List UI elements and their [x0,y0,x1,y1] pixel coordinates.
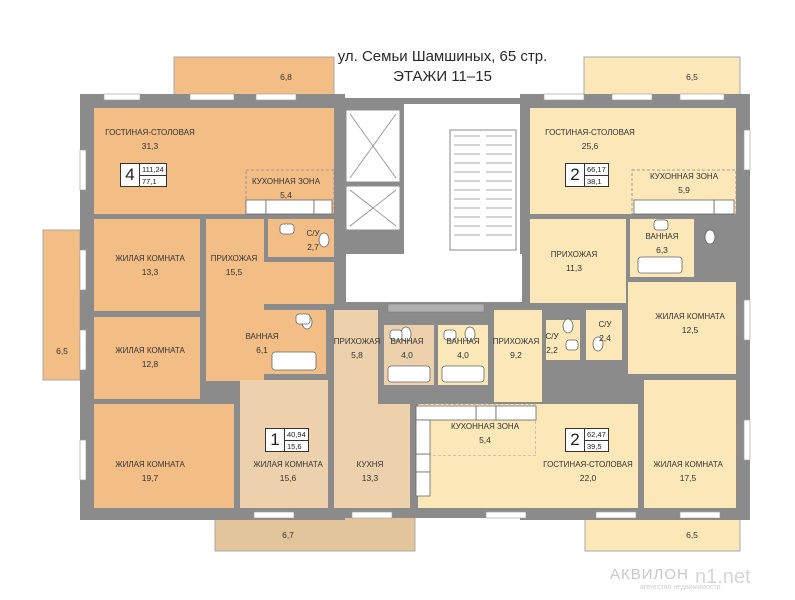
balcony-bottom-left [214,514,416,552]
room-hall-2a [530,219,626,303]
window [79,149,87,191]
window [79,439,87,481]
apartment-rooms: 2 [566,164,585,186]
room-living-2b-fill [418,456,638,508]
room-kitchen-1 [334,404,410,508]
apartment-total-area: 66,17 [585,165,608,176]
kitchen-counters [265,199,715,497]
window [679,93,725,101]
window [485,511,527,519]
stoves [245,199,735,473]
window [189,93,235,101]
window [103,93,141,101]
header-address: ул. Семьи Шамшиных, 65 стр. [337,48,548,65]
window [79,249,87,291]
watermark-tagline: агентство недвижимости [640,584,721,591]
apartment-rooms: 1 [266,429,285,451]
watermark-site: n1.net [695,566,751,588]
balcony-area: 6,8 [280,72,292,82]
window [679,511,721,519]
apartment-living-area: 39,5 [587,442,602,451]
apartment-living-area: 38,1 [587,177,602,186]
sinks [279,219,669,351]
elevator-cross-2b [349,189,397,227]
room-bedroom-13-3 [94,219,200,311]
watermark-brand: АКВИЛОН [610,566,689,583]
window [543,93,585,101]
balcony-top-right [583,56,741,96]
lift-lobby [346,254,522,302]
apartment-total-area: 40,94 [285,430,308,441]
room-hall-1 [334,310,378,410]
apartment-living-area: 15,6 [287,442,302,451]
apartment-rooms: 4 [121,164,140,186]
room-bedroom-12-8 [94,317,200,399]
apartment-living-area: 77,1 [142,177,157,186]
balcony-bottom-right [584,514,741,552]
balcony-area: 6,5 [686,72,698,82]
window [743,129,751,171]
window [253,511,295,519]
windows [79,93,751,519]
elevator-cross-1b [349,113,397,179]
room-bedroom-19-7 [94,404,234,508]
room-bedroom-17-5 [644,380,736,508]
balcony-area: 6,7 [282,530,294,540]
balcony-area: 6,5 [686,530,698,540]
window [351,511,393,519]
balcony-left [42,229,81,381]
apartment-total-area: 62,47 [585,430,608,441]
bathtubs [271,256,683,383]
room-wc-2a [586,310,622,360]
window [79,329,87,371]
stair-steps [454,135,512,236]
apartment-rooms: 2 [566,429,585,451]
window [743,419,751,461]
room-bedroom-12-5 [628,282,736,374]
room-hall-2b [494,310,542,402]
room-hall-4-lower [264,262,334,304]
window [611,93,653,101]
window [595,511,637,519]
header-floors: ЭТАЖИ 11–15 [393,68,492,85]
balcony-area: 6,5 [56,346,68,356]
window [255,93,297,101]
window [743,299,751,341]
apartment-total-area: 111,24 [140,165,166,176]
balcony-top-left [173,56,335,96]
garbage-chute [387,303,485,313]
